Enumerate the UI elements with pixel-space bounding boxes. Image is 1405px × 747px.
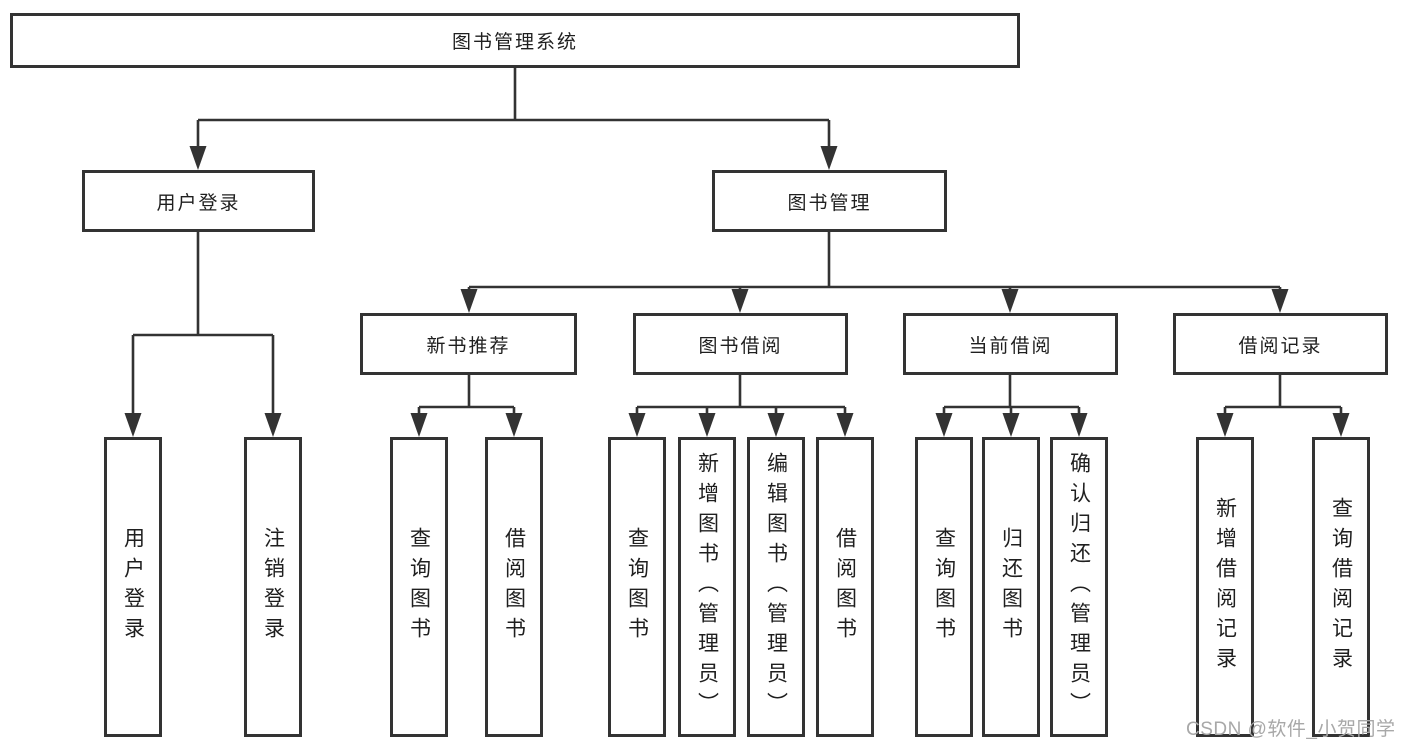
node-user-login: 用户登录 — [82, 170, 315, 232]
node-new-book-recommendation: 新书推荐 — [360, 313, 577, 375]
node-root: 图书管理系统 — [10, 13, 1020, 68]
leaf-nb-borrow-books: 借阅图书 — [485, 437, 543, 737]
connector-root-to-level2 — [189, 68, 838, 170]
node-borrowing-records: 借阅记录 — [1173, 313, 1388, 375]
connector-current-borrowing-to-leaves — [935, 375, 1088, 437]
connector-user-login-to-leaves — [124, 232, 282, 437]
node-current-borrowing: 当前借阅 — [903, 313, 1118, 375]
connector-book-borrowing-to-leaves — [628, 375, 854, 437]
leaf-logout: 注销登录 — [244, 437, 302, 737]
node-book-borrowing: 图书借阅 — [633, 313, 848, 375]
watermark-text: CSDN @软件_小贺同学 — [1186, 719, 1396, 740]
leaf-bb-borrow-books: 借阅图书 — [816, 437, 874, 737]
connector-borrowing-records-to-leaves — [1216, 375, 1350, 437]
leaf-br-add-borrow-record: 新增借阅记录 — [1196, 437, 1254, 737]
connector-new-book-recommendation-to-leaves — [410, 375, 523, 437]
leaf-bb-edit-books-admin: 编辑图书（管理员） — [747, 437, 805, 737]
leaf-bb-add-books-admin: 新增图书（管理员） — [678, 437, 736, 737]
leaf-br-query-borrow-record: 查询借阅记录 — [1312, 437, 1370, 737]
leaf-user-login: 用户登录 — [104, 437, 162, 737]
connector-book-management-to-level3 — [460, 232, 1289, 313]
leaf-nb-query-books: 查询图书 — [390, 437, 448, 737]
node-book-management: 图书管理 — [712, 170, 947, 232]
leaf-cb-return-books: 归还图书 — [982, 437, 1040, 737]
leaf-bb-query-books: 查询图书 — [608, 437, 666, 737]
leaf-cb-query-books: 查询图书 — [915, 437, 973, 737]
leaf-cb-confirm-return-admin: 确认归还（管理员） — [1050, 437, 1108, 737]
